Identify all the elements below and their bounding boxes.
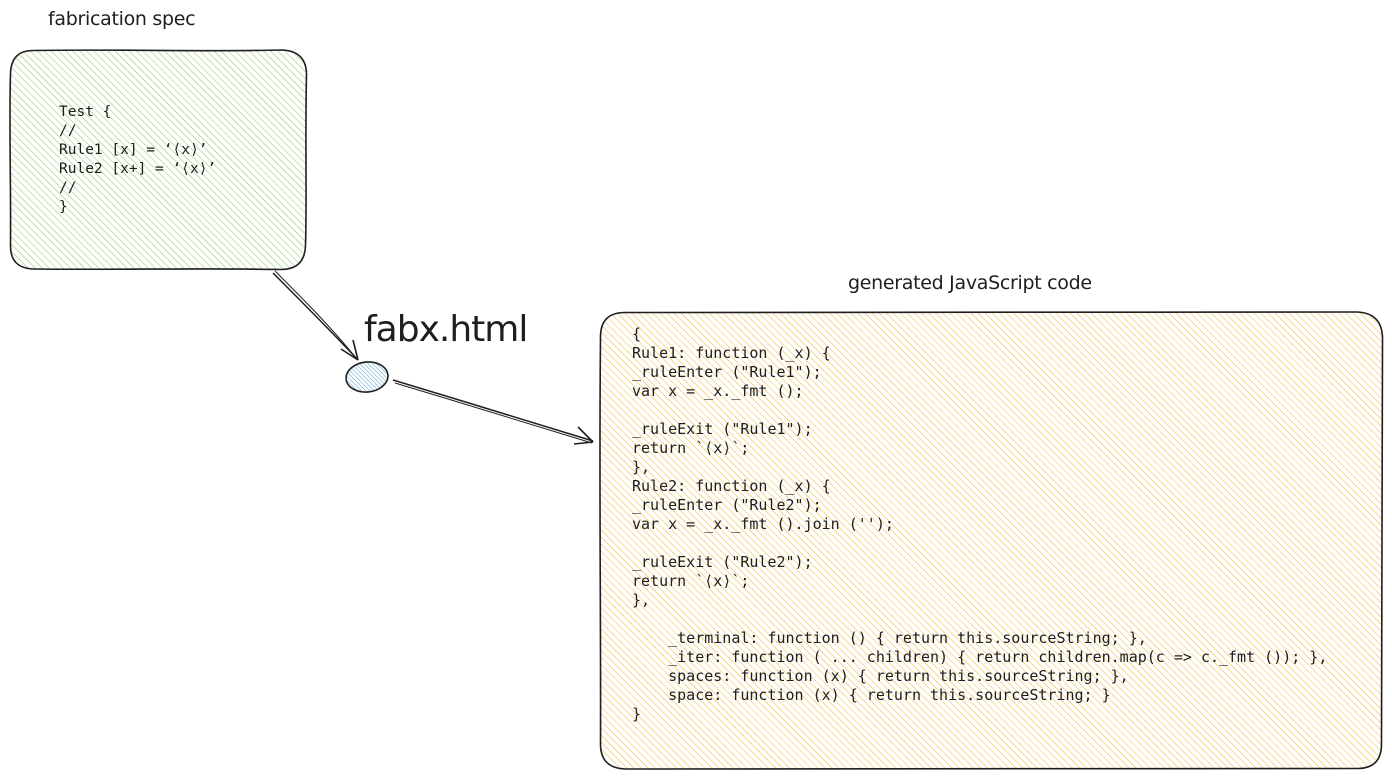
tool-name: fabx.html [364,309,528,350]
spec-box [9,49,308,271]
output-title: generated JavaScript code [848,272,1092,294]
spec-to-tool-arrow [272,270,359,361]
output-box [599,311,1384,770]
spec-code: Test { // Rule1 [x] = ‘⟨x⟩’ Rule2 [x+] =… [59,104,217,215]
spec-title: fabrication spec [48,8,196,30]
generated-code: { Rule1: function (_x) { _ruleEnter ("Ru… [632,325,1328,723]
tool-node [345,361,389,393]
tool-to-output-arrow [392,379,594,445]
